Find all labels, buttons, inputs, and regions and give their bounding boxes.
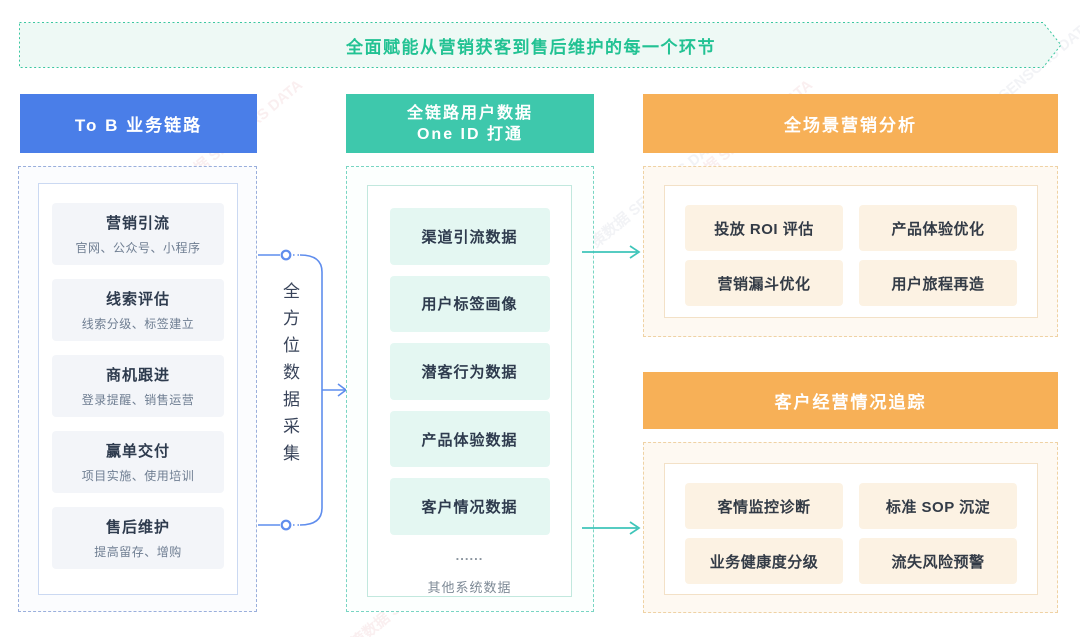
- left-step-card: 赢单交付 项目实施、使用培训: [52, 431, 224, 493]
- marketing-analysis-header: 全场景营销分析: [643, 94, 1058, 153]
- data-source-card: 用户标签画像: [389, 275, 550, 333]
- step-subtitle: 线索分级、标签建立: [81, 317, 195, 331]
- left-step-card: 营销引流 官网、公众号、小程序: [52, 203, 224, 265]
- step-title: 售后维护: [105, 519, 170, 536]
- data-collection-bracket-arrow: [258, 249, 348, 531]
- analysis-card: 用户旅程再造: [859, 260, 1017, 306]
- customer-tracking-header: 客户经营情况追踪: [643, 372, 1058, 429]
- middle-column-panel: 渠道引流数据 用户标签画像 潜客行为数据 产品体验数据 客户情况数据 .....…: [346, 166, 594, 612]
- tracking-card: 客情监控诊断: [685, 483, 843, 529]
- step-title: 营销引流: [105, 215, 170, 232]
- marketing-analysis-panel: 投放 ROI 评估 产品体验优化 营销漏斗优化 用户旅程再造: [643, 166, 1058, 337]
- top-banner: 全面赋能从营销获客到售后维护的每一个环节: [19, 22, 1062, 68]
- step-subtitle: 项目实施、使用培训: [81, 469, 195, 483]
- left-column-inner-box: 营销引流 官网、公众号、小程序 线索评估 线索分级、标签建立 商机跟进 登录提醒…: [38, 183, 238, 595]
- banner-title: 全面赋能从营销获客到售后维护的每一个环节: [346, 37, 716, 57]
- step-subtitle: 官网、公众号、小程序: [75, 241, 201, 255]
- step-subtitle: 登录提醒、销售运营: [81, 393, 195, 407]
- step-title: 赢单交付: [105, 443, 170, 460]
- data-source-card: 产品体验数据: [389, 410, 550, 468]
- step-subtitle: 提高留存、增购: [94, 545, 182, 559]
- middle-header-line1: 全链路用户数据: [406, 104, 533, 122]
- left-step-card: 线索评估 线索分级、标签建立: [52, 279, 224, 341]
- analysis-card: 产品体验优化: [859, 205, 1017, 251]
- step-title: 商机跟进: [105, 367, 170, 384]
- customer-tracking-panel: 客情监控诊断 标准 SOP 沉淀 业务健康度分级 流失风险预警: [643, 442, 1058, 613]
- tracking-card: 标准 SOP 沉淀: [859, 483, 1017, 529]
- other-systems-label: 其他系统数据: [427, 579, 512, 595]
- left-column-panel: 营销引流 官网、公众号、小程序 线索评估 线索分级、标签建立 商机跟进 登录提醒…: [18, 166, 257, 612]
- middle-column-header: 全链路用户数据 One ID 打通: [346, 94, 594, 153]
- arrow-to-marketing-analysis: [582, 245, 641, 259]
- step-title: 线索评估: [105, 291, 170, 308]
- tracking-card: 流失风险预警: [859, 538, 1017, 584]
- analysis-card: 营销漏斗优化: [685, 260, 843, 306]
- left-column-header: To B 业务链路: [20, 94, 257, 153]
- left-step-card: 商机跟进 登录提醒、销售运营: [52, 355, 224, 417]
- customer-tracking-inner-box: 客情监控诊断 标准 SOP 沉淀 业务健康度分级 流失风险预警: [664, 463, 1038, 595]
- arrow-to-customer-tracking: [582, 521, 641, 535]
- data-source-card: 潜客行为数据: [389, 343, 550, 400]
- middle-column-inner-box: 渠道引流数据 用户标签画像 潜客行为数据 产品体验数据 客户情况数据 .....…: [367, 185, 572, 597]
- middle-header-line2: One ID 打通: [416, 125, 523, 143]
- marketing-analysis-inner-box: 投放 ROI 评估 产品体验优化 营销漏斗优化 用户旅程再造: [664, 185, 1038, 318]
- left-step-card: 售后维护 提高留存、增购: [52, 507, 224, 569]
- analysis-card: 投放 ROI 评估: [685, 205, 843, 251]
- data-collection-label: 全方位数据采集: [280, 282, 299, 471]
- tracking-card: 业务健康度分级: [685, 538, 843, 584]
- ellipsis-text: ......: [455, 547, 484, 563]
- data-source-card: 客户情况数据: [389, 478, 550, 535]
- data-source-card: 渠道引流数据: [389, 208, 550, 265]
- banner-outline-shape: [19, 22, 1062, 68]
